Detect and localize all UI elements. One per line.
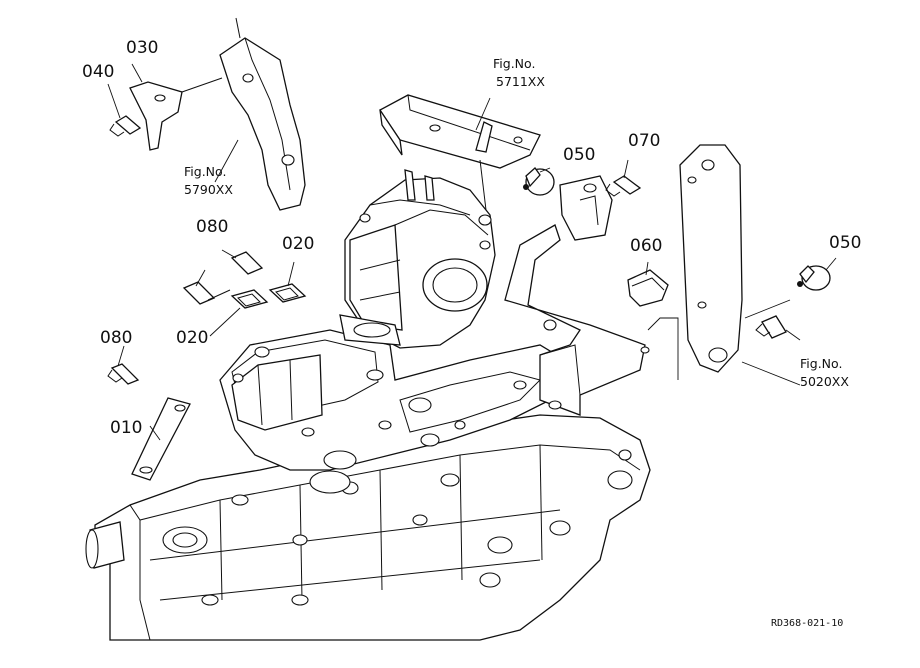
- gasket-lower: [230, 289, 269, 309]
- bolt-070: [605, 175, 642, 197]
- bolt-upper-pair: [182, 251, 264, 305]
- intake-manifold: [219, 329, 571, 494]
- drawing-code: RD368-021-10: [771, 618, 843, 629]
- fig-ref-5790-line2: 5790XX: [184, 182, 233, 197]
- fig-ref-5790-line1: Fig.No.: [184, 164, 226, 179]
- gasket-upper: [268, 283, 307, 303]
- label-070: 070: [628, 131, 660, 151]
- top-bracket: [379, 94, 541, 211]
- bolt-040: [109, 115, 142, 137]
- cover-plate: [679, 144, 743, 373]
- label-040: 040: [82, 62, 114, 82]
- cylinder-head: [85, 414, 651, 641]
- label-060: 060: [630, 236, 662, 256]
- fig-ref-5711-line1: Fig.No.: [493, 56, 535, 71]
- fig-ref-5711: Fig.No. 5711XX: [493, 56, 545, 89]
- label-030: 030: [126, 38, 158, 58]
- fig-ref-5020-line1: Fig.No.: [800, 356, 842, 371]
- label-080-lower: 080: [100, 328, 132, 348]
- throttle-body: [339, 169, 496, 349]
- fig-ref-5790: Fig.No. 5790XX: [184, 164, 233, 197]
- label-050-right: 050: [829, 233, 861, 253]
- bolt-lower: [107, 363, 140, 385]
- linkage-bracket: [219, 17, 306, 211]
- label-010: 010: [110, 418, 142, 438]
- fig-ref-5711-line2: 5711XX: [496, 74, 545, 89]
- label-080-upper: 080: [196, 217, 228, 237]
- solenoid-valve: [559, 175, 613, 241]
- clip: [627, 269, 669, 307]
- label-020-lower: 020: [176, 328, 208, 348]
- leader-lines: [107, 63, 837, 441]
- fig-ref-5020: Fig.No. 5020XX: [800, 356, 849, 389]
- sensor-clip-right: [797, 265, 831, 291]
- fig-ref-5020-line2: 5020XX: [800, 374, 849, 389]
- side-bracket: [504, 224, 650, 416]
- arm: [129, 77, 223, 151]
- label-020-upper: 020: [282, 234, 314, 254]
- plate: [131, 397, 191, 481]
- sensor-clip-left: [523, 167, 555, 196]
- label-050-left: 050: [563, 145, 595, 165]
- bolt-5020: [755, 315, 787, 339]
